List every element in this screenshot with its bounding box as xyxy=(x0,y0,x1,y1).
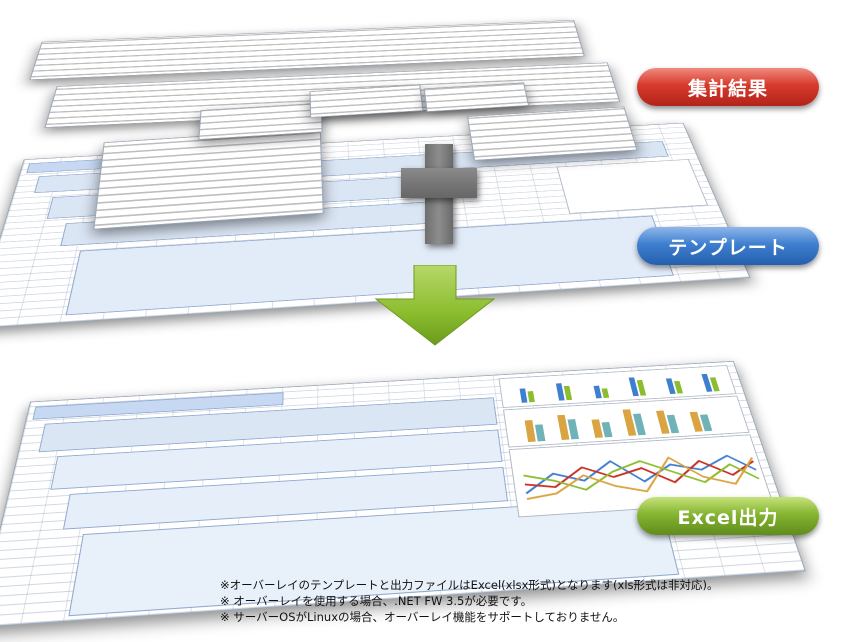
footnote-3: ※ サーバーOSがLinuxの場合、オーバーレイ機能をサポートしておりません。 xyxy=(220,610,625,624)
template-chart-area xyxy=(556,159,709,214)
data-snippet-4 xyxy=(423,82,530,112)
arrow-down-icon xyxy=(374,265,496,346)
aggregate-result-label: 集計結果 xyxy=(637,68,819,106)
footnote-2: ※ オーバーレイを使用する場合、.NET FW 3.5が必要です。 xyxy=(220,594,533,608)
footnotes: ※オーバーレイのテンプレートと出力ファイルはExcel(xlsx形式)となります… xyxy=(220,577,850,625)
data-snippet-1 xyxy=(93,128,324,230)
data-snippet-3 xyxy=(309,84,424,118)
excel-output-label: Excel出力 xyxy=(637,497,819,535)
plus-icon-bar xyxy=(401,168,477,198)
footnote-1: ※オーバーレイのテンプレートと出力ファイルはExcel(xlsx形式)となります… xyxy=(220,578,719,592)
template-label: テンプレート xyxy=(637,227,819,265)
